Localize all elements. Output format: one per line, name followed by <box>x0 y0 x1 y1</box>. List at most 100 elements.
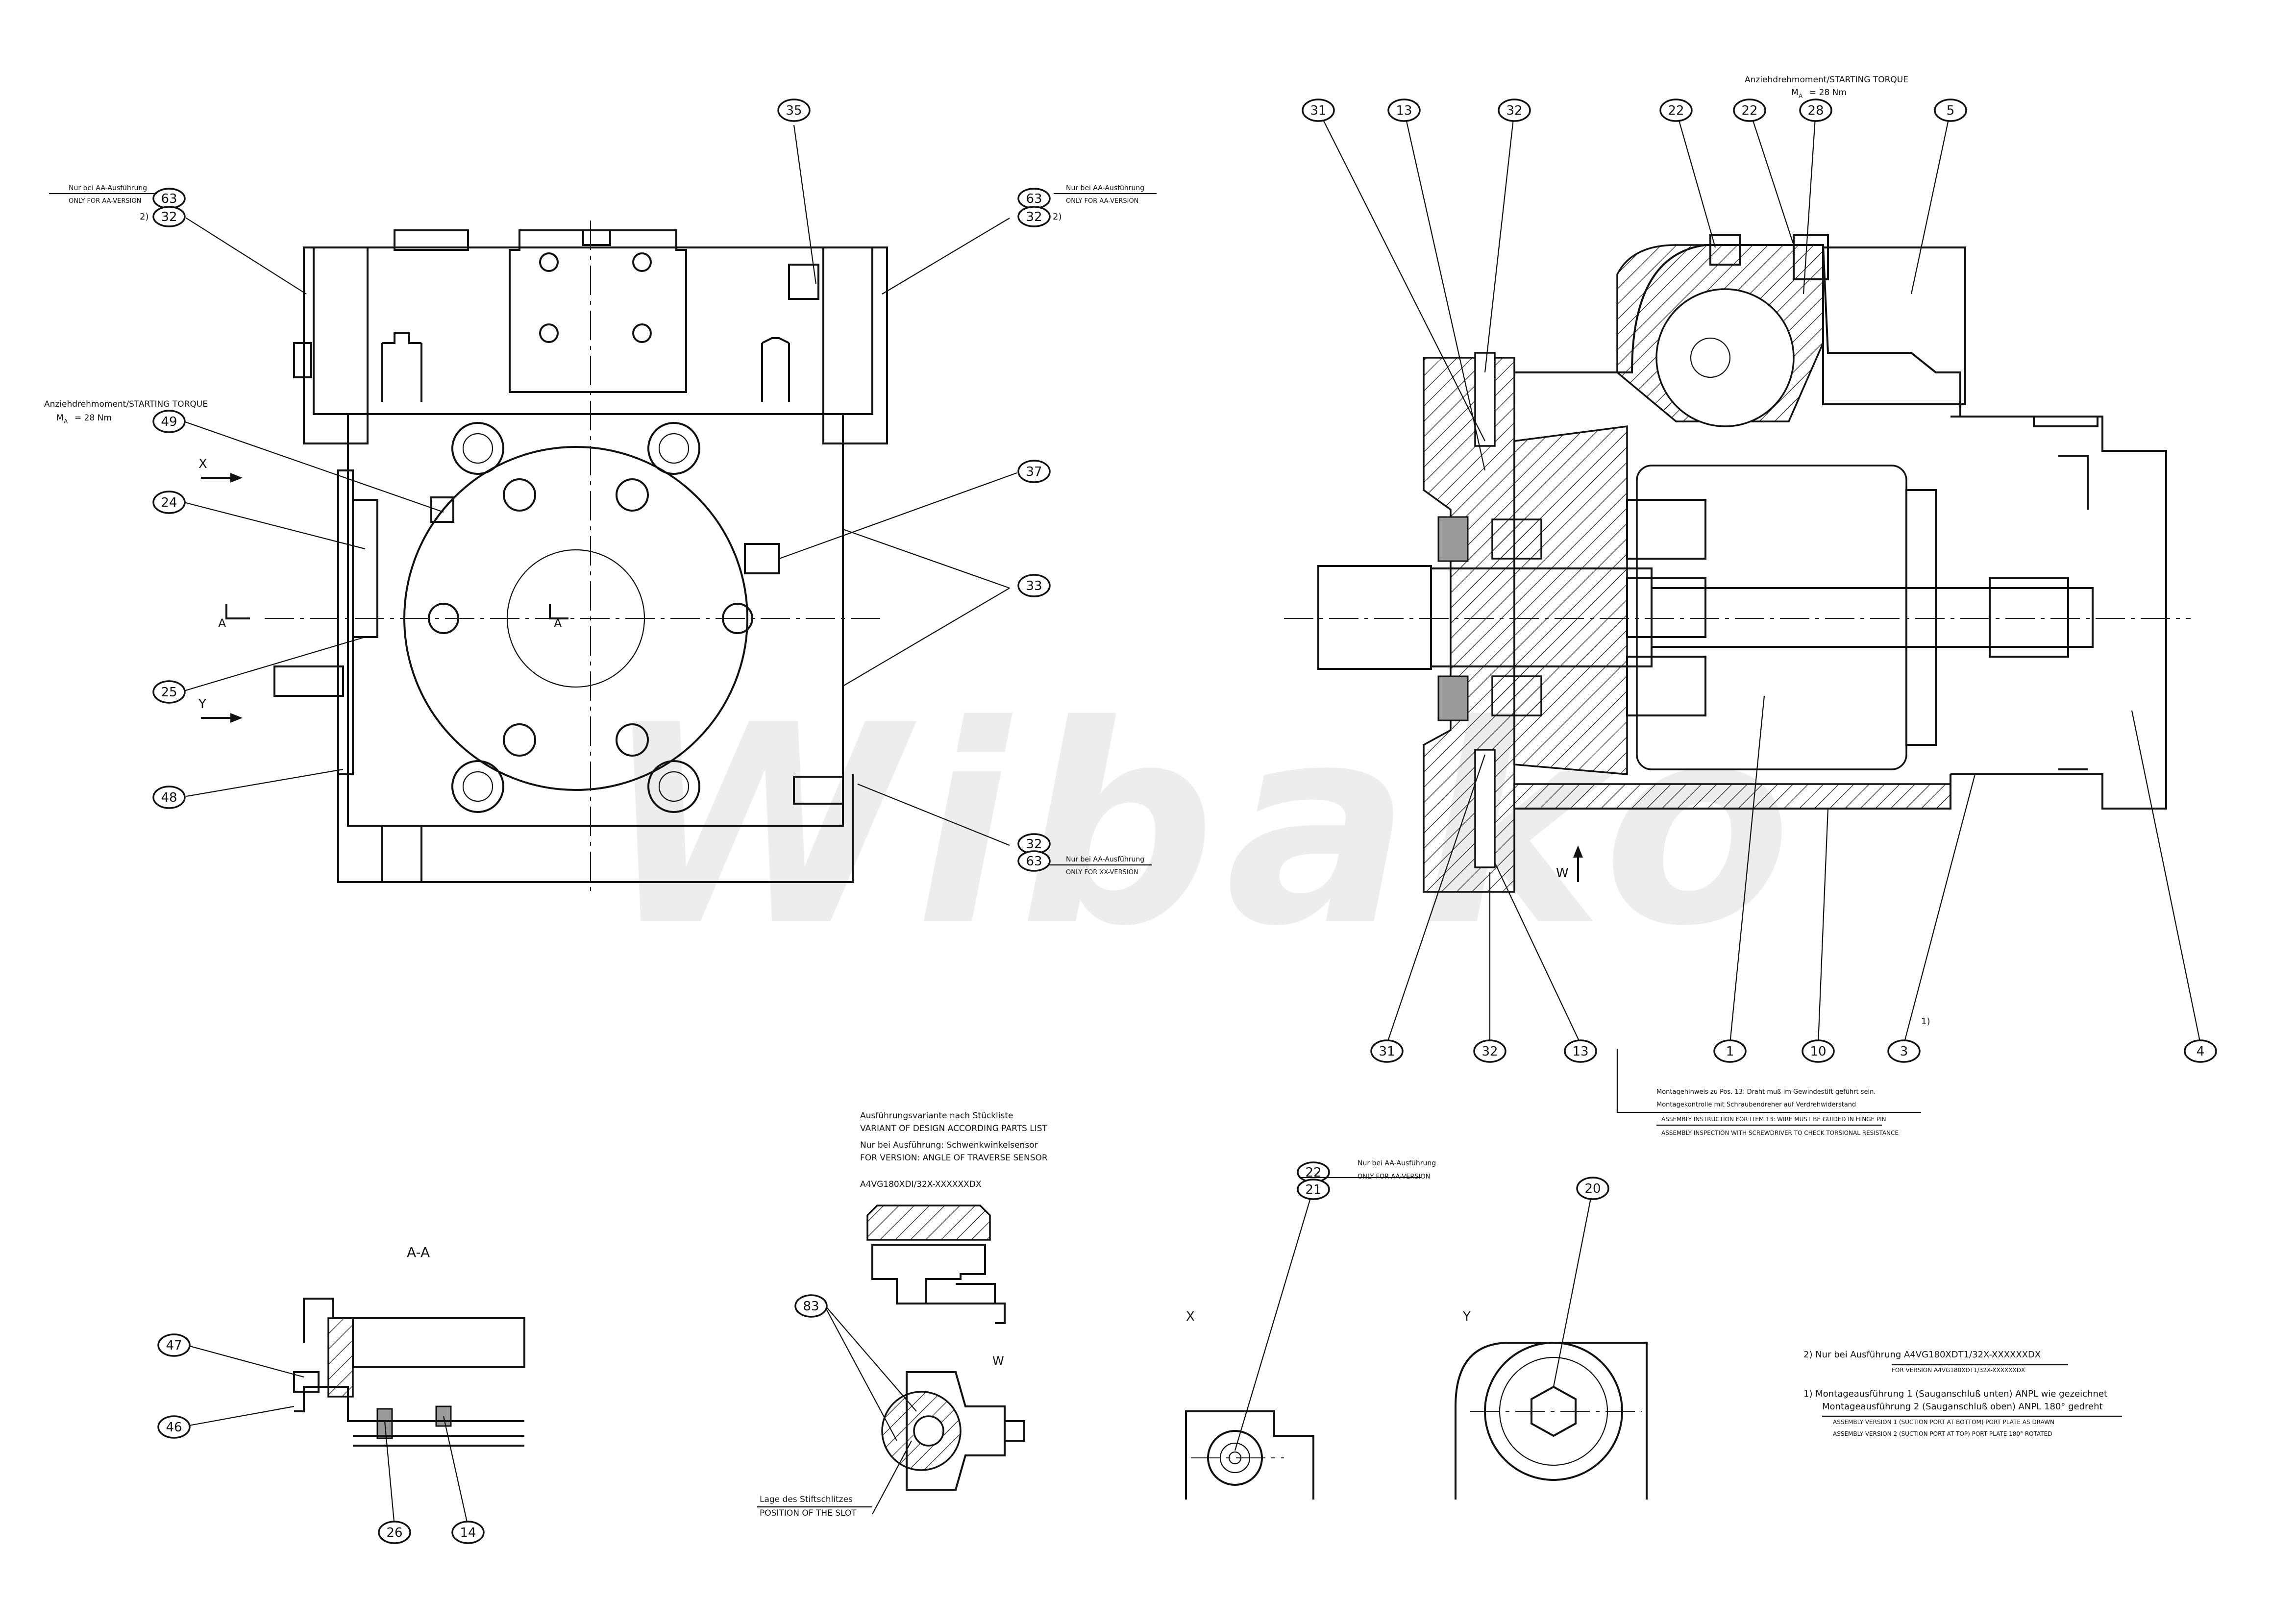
svg-text:13: 13 <box>1572 1044 1588 1059</box>
sensor-detail <box>866 1205 1025 1491</box>
note-torque-left: Anziehdrehmoment/STARTING TORQUE <box>44 399 208 409</box>
balloon-32-e: 32 <box>1473 1039 1506 1063</box>
view-x <box>1185 1410 1314 1500</box>
note-mount-check-en: ASSEMBLY INSPECTION WITH SCREWDRIVER TO … <box>1661 1130 1899 1136</box>
balloon-32-c: 32 <box>1017 833 1051 855</box>
balloon-63-b: 63 <box>1017 188 1051 209</box>
balloon-group-top-left: 35 63 32 63 32 49 24 25 48 37 33 32 63 <box>152 98 1051 872</box>
note-xx-en: ONLY FOR XX-VERSION <box>1066 869 1138 876</box>
note-xx-de: Nur bei AA-Ausführung <box>1066 856 1144 863</box>
view-w-label: W <box>1556 866 1569 881</box>
svg-text:22: 22 <box>1668 103 1684 118</box>
balloon-26: 26 <box>378 1521 411 1544</box>
note-aa-de: Nur bei AA-Ausführung <box>69 184 147 192</box>
svg-text:32: 32 <box>1506 103 1522 118</box>
note-slot-de: Lage des Stiftschlitzes <box>760 1495 853 1504</box>
leader-lines <box>183 110 2201 1527</box>
view-y-label: Y <box>198 697 206 712</box>
note-fn2-left: 2) <box>140 212 148 222</box>
svg-text:47: 47 <box>166 1338 182 1353</box>
svg-text:24: 24 <box>161 495 177 510</box>
view-x-label: X <box>198 457 207 471</box>
svg-text:5: 5 <box>1947 103 1955 118</box>
svg-text:63: 63 <box>1026 854 1042 869</box>
balloon-25: 25 <box>152 680 186 704</box>
balloon-37: 37 <box>1017 460 1051 483</box>
section-view <box>1284 234 2191 893</box>
balloon-10: 10 <box>1802 1039 1835 1063</box>
balloon-5: 5 <box>1934 98 1967 122</box>
svg-text:28: 28 <box>1807 103 1824 118</box>
balloon-20: 20 <box>1576 1177 1609 1200</box>
svg-text:1: 1 <box>1726 1044 1734 1059</box>
svg-text:25: 25 <box>161 685 177 700</box>
note-torque-right-nm: = 28 Nm <box>1809 88 1847 98</box>
balloon-48: 48 <box>152 786 186 809</box>
balloon-group-sensor: 83 <box>794 1294 828 1318</box>
balloon-13: 13 <box>1387 98 1421 122</box>
note-aa-en: ONLY FOR AA-VERSION <box>69 197 141 205</box>
note-torque-right-sub: A <box>1799 93 1803 99</box>
svg-text:63: 63 <box>161 192 177 206</box>
svg-text:32: 32 <box>1481 1044 1498 1059</box>
note-torque-left-m: M <box>56 413 64 423</box>
note-views-en: ONLY FOR AA-VERSION <box>1358 1173 1430 1181</box>
balloon-4: 4 <box>2184 1039 2217 1063</box>
balloon-63: 63 <box>152 188 186 209</box>
balloon-83: 83 <box>794 1294 828 1318</box>
balloon-group-bottom-right: 31 32 13 1 10 3 4 <box>1370 1039 2217 1063</box>
note-mount-hint-en: ASSEMBLY INSTRUCTION FOR ITEM 13: WIRE M… <box>1661 1116 1886 1123</box>
note-fn1-marker: 1) <box>1921 1016 1930 1027</box>
note-fn2-de: 2) Nur bei Ausführung A4VG180XDT1/32X-XX… <box>1803 1350 2041 1360</box>
svg-text:21: 21 <box>1305 1182 1321 1197</box>
view-y-title: Y <box>1462 1309 1471 1324</box>
svg-text:31: 31 <box>1379 1044 1395 1059</box>
section-a-label-2: A <box>554 616 562 630</box>
balloon-13-b: 13 <box>1564 1039 1597 1063</box>
balloon-32-d: 32 <box>1498 98 1531 122</box>
note-torque-right: Anziehdrehmoment/STARTING TORQUE <box>1745 75 1908 85</box>
balloon-49: 49 <box>152 410 186 433</box>
balloon-63-c: 63 <box>1017 850 1051 872</box>
balloon-32: 32 <box>152 206 186 227</box>
balloon-22: 22 <box>1659 98 1693 122</box>
section-aa-view <box>293 1298 525 1447</box>
note-sensor-w: W <box>992 1354 1004 1368</box>
svg-text:10: 10 <box>1810 1044 1826 1059</box>
note-torque-right-m: M <box>1791 88 1799 98</box>
svg-text:26: 26 <box>386 1526 402 1540</box>
note-fn2-right: 2) <box>1053 212 1062 222</box>
note-sensor-en: FOR VERSION: ANGLE OF TRAVERSE SENSOR <box>860 1153 1048 1163</box>
svg-text:63: 63 <box>1026 192 1042 206</box>
balloon-31-b: 31 <box>1370 1039 1404 1063</box>
notes: Nur bei AA-Ausführung ONLY FOR AA-VERSIO… <box>44 75 2122 1518</box>
balloon-14: 14 <box>451 1521 485 1544</box>
svg-text:32: 32 <box>1026 837 1042 852</box>
note-fn1-de-b: Montageausführung 2 (Sauganschluß oben) … <box>1822 1402 2103 1412</box>
balloon-47: 47 <box>157 1333 191 1357</box>
balloon-3: 3 <box>1887 1039 1921 1063</box>
note-fn1-en-a: ASSEMBLY VERSION 1 (SUCTION PORT AT BOTT… <box>1833 1419 2054 1426</box>
balloon-group-top-right: 31 13 32 22 22 28 5 <box>1302 98 1967 122</box>
balloon-46: 46 <box>157 1415 191 1439</box>
note-aa-en-right: ONLY FOR AA-VERSION <box>1066 197 1138 205</box>
note-torque-left-nm: = 28 Nm <box>74 413 112 423</box>
front-view-labels: X Y A A <box>198 457 562 712</box>
note-mount-check-de: Montagekontrolle mit Schraubendreher auf… <box>1656 1101 1856 1108</box>
svg-text:32: 32 <box>161 210 177 224</box>
svg-text:83: 83 <box>803 1299 819 1314</box>
note-torque-left-sub: A <box>64 418 68 425</box>
balloon-31: 31 <box>1302 98 1335 122</box>
view-x-title: X <box>1186 1309 1195 1324</box>
note-aa-de-right: Nur bei AA-Ausführung <box>1066 184 1144 192</box>
balloon-32-b: 32 <box>1017 206 1051 227</box>
svg-text:14: 14 <box>460 1526 476 1540</box>
balloon-28: 28 <box>1799 98 1832 122</box>
balloon-21: 21 <box>1297 1179 1330 1200</box>
note-sensor-de: Nur bei Ausführung: Schwenkwinkelsensor <box>860 1140 1038 1150</box>
svg-text:4: 4 <box>2197 1044 2205 1059</box>
note-variant-de: Ausführungsvariante nach Stückliste <box>860 1111 1013 1121</box>
svg-text:20: 20 <box>1584 1181 1601 1196</box>
svg-text:22: 22 <box>1741 103 1757 118</box>
